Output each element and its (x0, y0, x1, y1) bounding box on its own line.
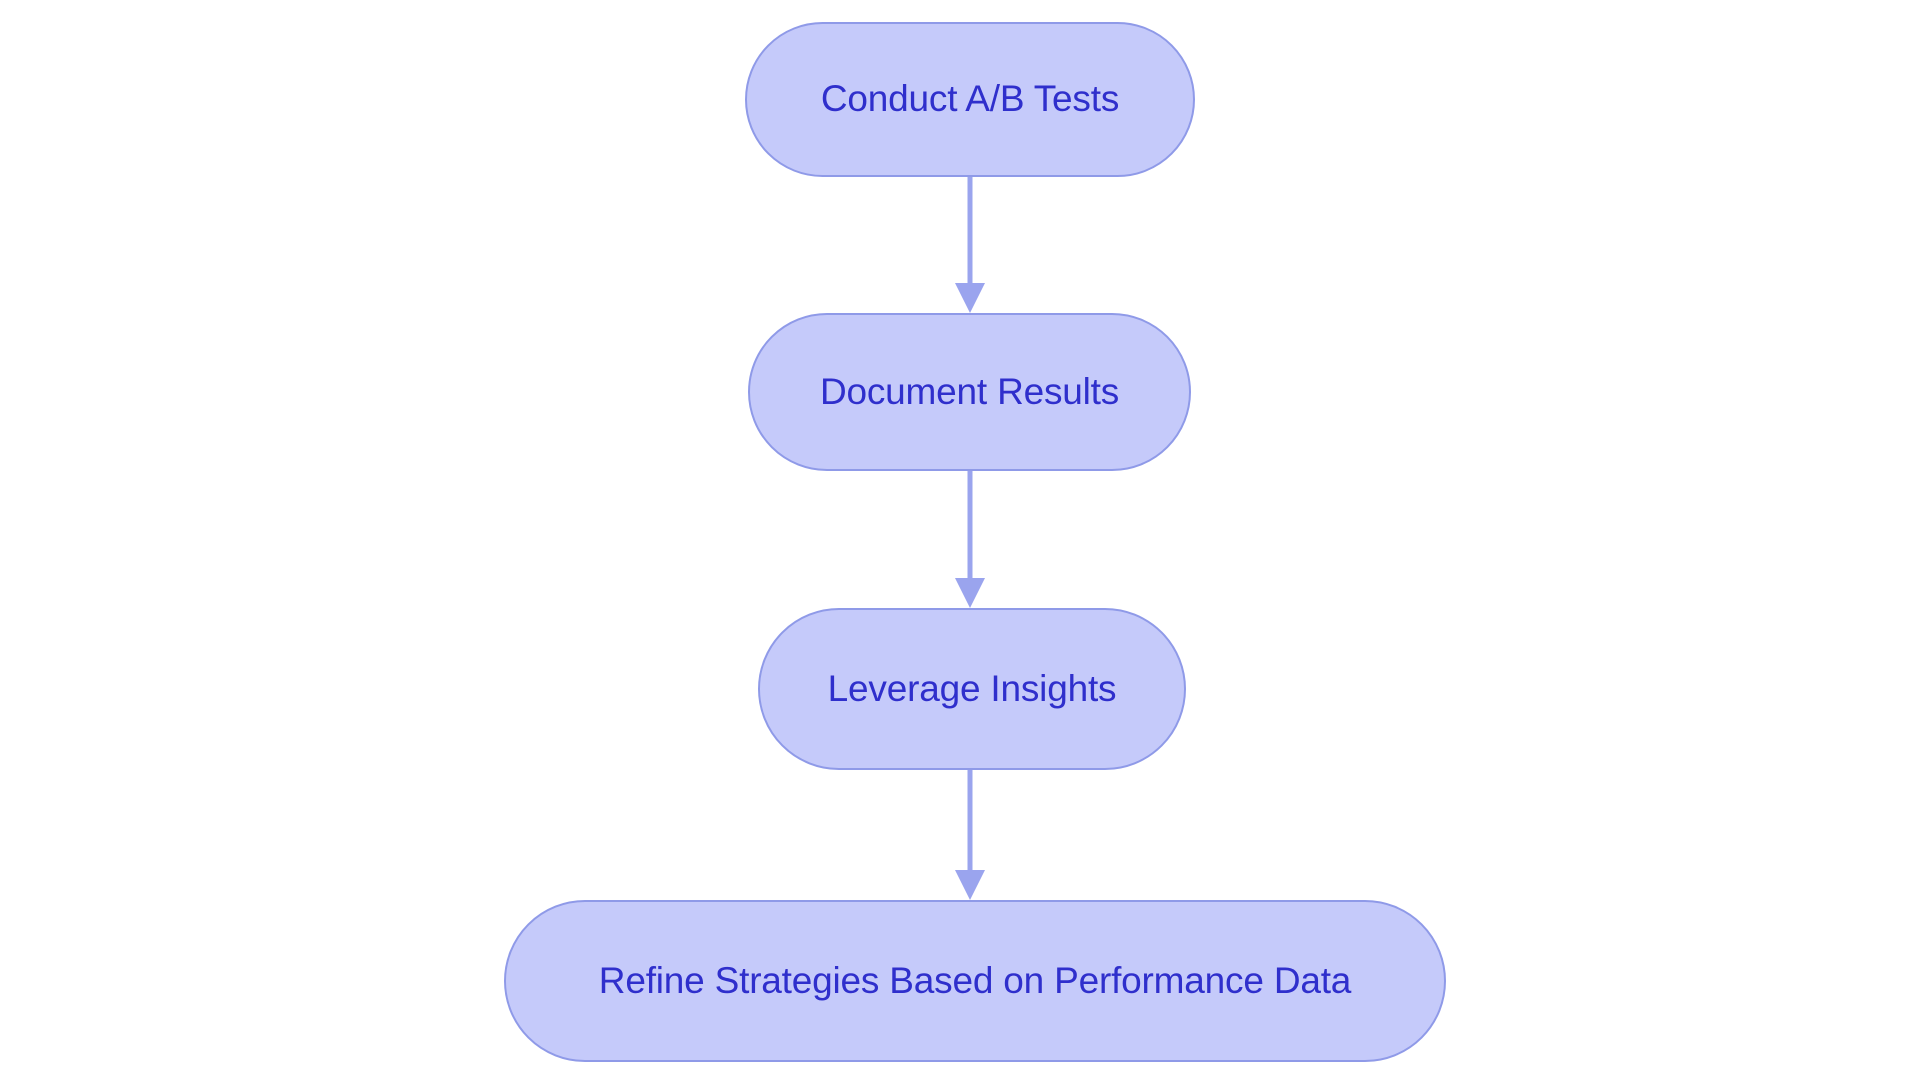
flowchart-node-label: Refine Strategies Based on Performance D… (598, 959, 1352, 1001)
flowchart-node-label: Document Results (819, 370, 1120, 412)
flowchart-node-refine-strategies[interactable]: Refine Strategies Based on Performance D… (504, 900, 1446, 1062)
flowchart-node-conduct-ab-tests[interactable]: Conduct A/B Tests (745, 22, 1195, 177)
edge-leverage-insights-to-refine-strategies (955, 770, 985, 900)
flowchart-node-document-results[interactable]: Document Results (748, 313, 1191, 471)
flowchart-node-label: Leverage Insights (827, 667, 1117, 709)
edge-conduct-ab-tests-to-document-results (955, 177, 985, 313)
flowchart-node-label: Conduct A/B Tests (820, 78, 1120, 120)
edge-document-results-to-leverage-insights (955, 471, 985, 608)
flowchart-node-leverage-insights[interactable]: Leverage Insights (758, 608, 1186, 770)
